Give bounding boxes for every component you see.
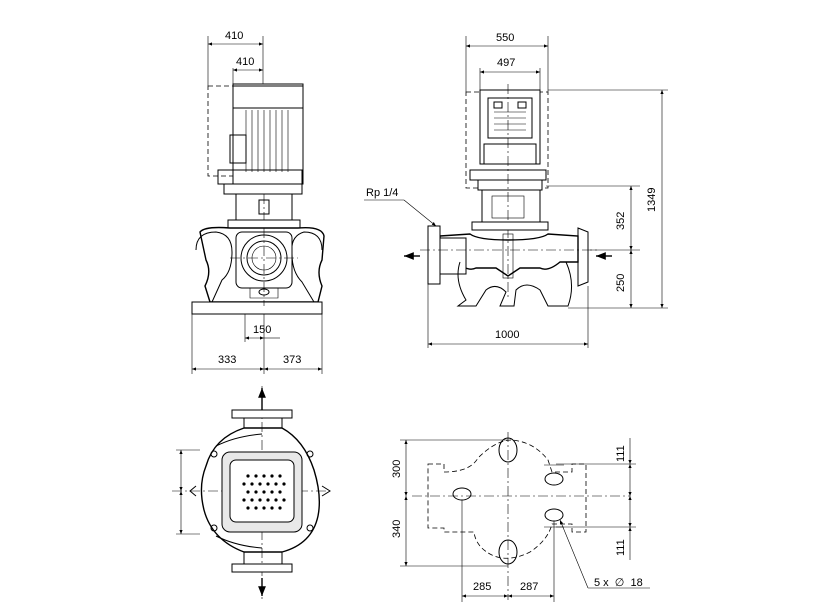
base-view: 300 340 111 111 285 287 5 x ∅ 18 <box>391 432 650 602</box>
side-view: 550 497 Rp 1/4 352 250 1349 1000 <box>364 32 668 348</box>
dim-front-right: 373 <box>283 354 301 366</box>
side-casing <box>439 233 579 277</box>
dim-front-top-outer: 410 <box>225 30 243 42</box>
dim-side-upper-height: 352 <box>615 212 627 230</box>
dim-front-left: 333 <box>218 354 236 366</box>
front-view: 410 410 150 333 373 <box>191 30 325 374</box>
dim-side-top-inner: 497 <box>497 57 515 69</box>
side-motor <box>479 89 541 165</box>
front-motor <box>232 83 304 185</box>
dim-base-left-height: 300 <box>391 460 403 478</box>
dim-base-right-upper: 111 <box>615 445 627 462</box>
dim-side-total-height: 1349 <box>646 188 658 212</box>
base-outline <box>427 439 587 559</box>
dim-front-top-inner: 410 <box>236 56 254 68</box>
dim-base-left-lower: 340 <box>391 520 403 538</box>
front-volute <box>199 226 325 303</box>
dim-side-length: 1000 <box>495 329 519 341</box>
label-holes: 5 x ∅ 18 <box>594 577 643 589</box>
label-gauge-port: Rp 1/4 <box>366 187 398 199</box>
dim-base-right-lower: 111 <box>615 539 627 556</box>
dim-front-flange: 150 <box>253 324 271 336</box>
top-volute <box>200 427 321 553</box>
dim-side-top-outer: 550 <box>496 32 514 44</box>
dim-base-bottom-right: 287 <box>520 581 538 593</box>
dim-base-bottom-left: 285 <box>473 581 491 593</box>
dim-side-lower-height: 250 <box>615 274 627 292</box>
top-view <box>172 386 331 600</box>
